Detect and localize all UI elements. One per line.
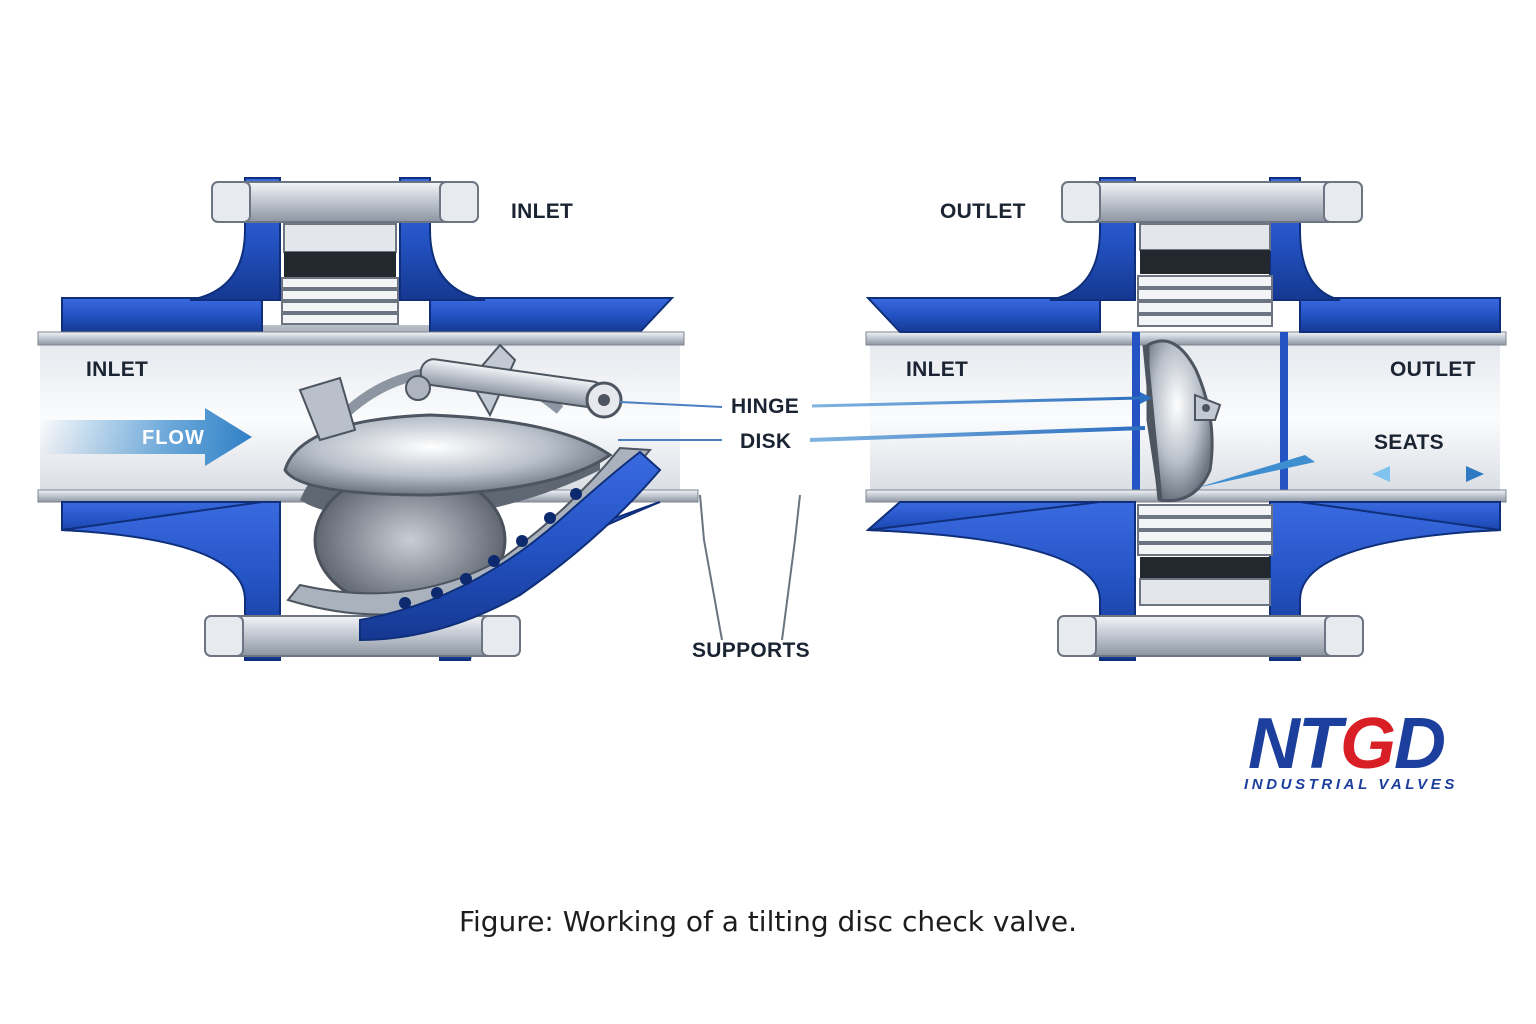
- brand-logo: NTGD INDUSTRIAL VALVES: [1238, 706, 1500, 802]
- figure-caption: Figure: Working of a tilting disc check …: [458, 905, 1078, 938]
- leader-lines: [618, 392, 1315, 641]
- logo-mark-accent: G: [1339, 704, 1396, 784]
- seats-arrow: [1372, 466, 1484, 482]
- left-seat-ring: [286, 446, 662, 642]
- left-top-inlet-label: INLET: [511, 200, 574, 223]
- left-valve-body: [37, 177, 699, 661]
- hinge-label: HINGE: [731, 395, 800, 418]
- flow-arrow: [40, 408, 252, 466]
- logo-mark-prefix: NT: [1248, 704, 1342, 784]
- left-disk-assembly: [283, 343, 623, 612]
- right-outlet-label: OUTLET: [1390, 358, 1476, 381]
- right-disk: [1142, 339, 1222, 503]
- logo-subtitle: INDUSTRIAL VALVES: [1244, 776, 1458, 793]
- left-inlet-label: INLET: [86, 358, 149, 381]
- logo-mark: NTGD: [1248, 704, 1446, 784]
- disk-label: DISK: [740, 430, 792, 453]
- seats-label: SEATS: [1374, 431, 1444, 454]
- supports-label: SUPPORTS: [692, 639, 810, 662]
- right-inlet-label: INLET: [906, 358, 969, 381]
- logo-mark-suffix: D: [1394, 704, 1446, 784]
- right-top-outlet-label: OUTLET: [940, 200, 1026, 223]
- flow-label: FLOW: [142, 427, 205, 449]
